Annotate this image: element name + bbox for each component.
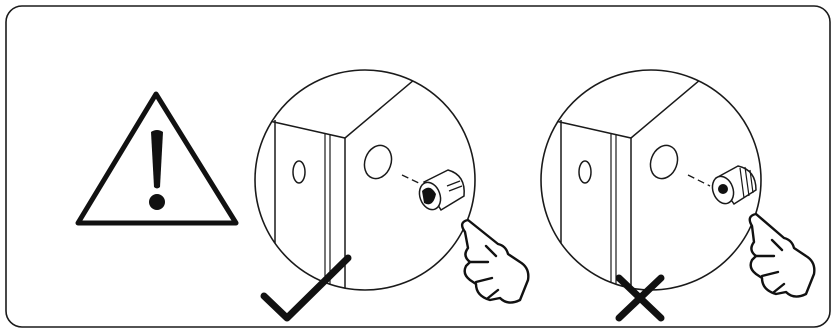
cross-icon (615, 274, 665, 322)
cam-nut-incorrect (711, 165, 757, 206)
pointing-hand-icon (748, 212, 816, 298)
panel-incorrect (540, 69, 816, 322)
checkmark-icon (260, 254, 352, 322)
pointing-hand-icon (460, 218, 530, 304)
magnifier-circle-correct (254, 69, 476, 291)
outer-frame (5, 5, 831, 328)
warning-triangle-icon (75, 91, 239, 226)
cam-nut-correct (418, 169, 465, 212)
panel-correct (254, 69, 530, 322)
